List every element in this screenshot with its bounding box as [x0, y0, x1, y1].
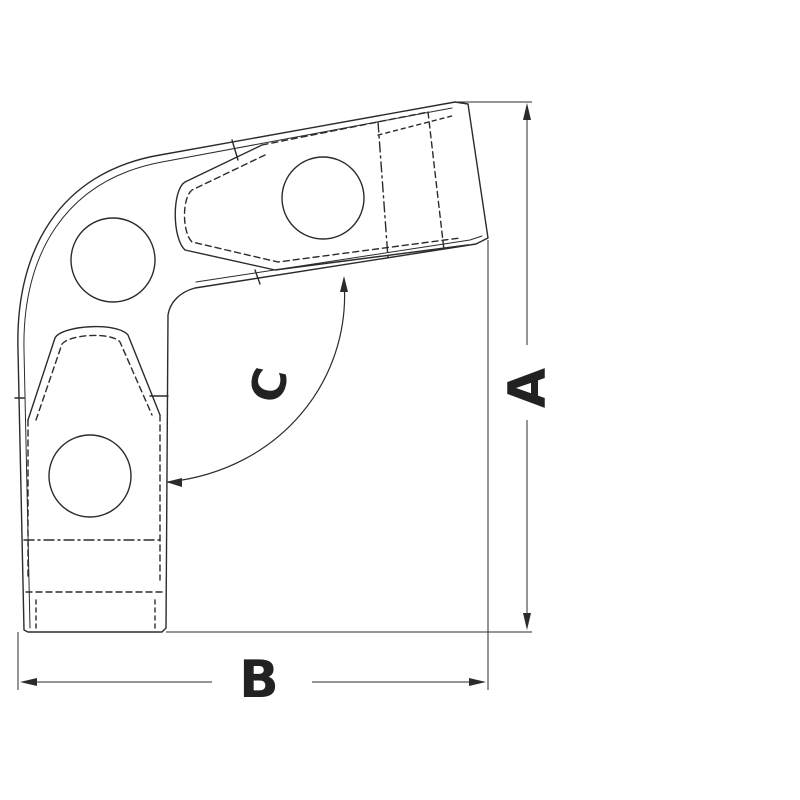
hole-bend — [70, 217, 156, 303]
dimension-label-a: A — [498, 367, 558, 409]
upper-end-hidden-3 — [261, 111, 429, 146]
bracket-lower-offset — [195, 235, 483, 283]
dimension-label-b: B — [239, 650, 279, 710]
hole-lower — [48, 434, 132, 518]
dimension-c-arc — [167, 279, 346, 483]
dimension-c-arrow-top — [340, 276, 348, 292]
dimension-c-arrow-left — [166, 478, 182, 487]
dimension-label-c: C — [239, 362, 299, 408]
bracket-outer-outline — [17, 101, 489, 633]
upper-end-hidden-1 — [377, 121, 389, 259]
lower-tongue-outline — [27, 325, 161, 421]
bracket-outer-offset — [23, 107, 453, 629]
upper-end-hidden-2 — [427, 111, 445, 251]
hole-upper — [281, 156, 365, 240]
upper-end-hidden-4 — [377, 115, 453, 136]
upper-tongue-hidden — [183, 154, 461, 263]
lower-tongue-sides — [27, 414, 161, 581]
lower-tongue-hidden — [35, 334, 153, 421]
upper-tongue-outline — [174, 144, 469, 271]
bend-seam-bottom — [254, 269, 261, 285]
lower-end-hidden-3 — [35, 599, 156, 629]
